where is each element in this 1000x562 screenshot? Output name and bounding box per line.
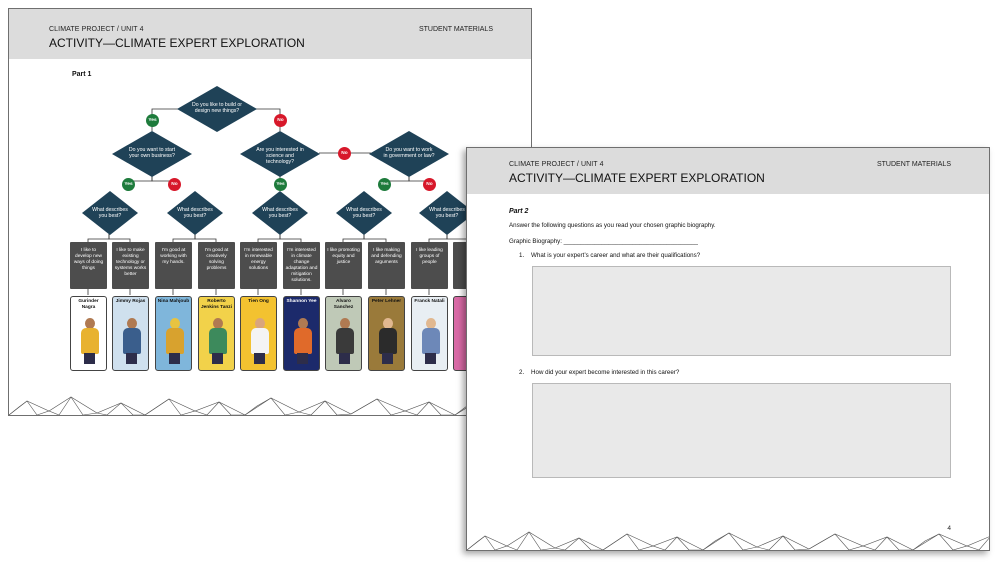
expert-card[interactable]: Shannon Yee — [283, 296, 320, 371]
description-box: I like to make existing technology or sy… — [112, 242, 149, 289]
question-text: Do you like to build or design new thing… — [192, 102, 242, 114]
answer-box-2[interactable] — [532, 383, 951, 478]
page-title: ACTIVITY—CLIMATE EXPERT EXPLORATION — [49, 36, 305, 50]
no-badge: No — [274, 114, 287, 127]
expert-illustration — [165, 318, 184, 364]
expert-card[interactable]: Roberto Jenkins Tanzi — [198, 296, 235, 371]
expert-name: Roberto Jenkins Tanzi — [200, 299, 233, 310]
question-describes-2: What describes you best? — [167, 191, 223, 235]
expert-name: Shannon Yee — [286, 299, 317, 304]
yes-badge: Yes — [274, 178, 287, 191]
yes-badge: Yes — [122, 178, 135, 191]
part-heading: Part 2 — [509, 208, 529, 215]
description-box: I'm interested in renewable energy solut… — [240, 242, 277, 289]
question-science: Are you interested in science and techno… — [240, 131, 320, 177]
description-box: I like to develop new ways of doing thin… — [70, 242, 107, 289]
materials-label: STUDENT MATERIALS — [418, 26, 493, 33]
question-text: Do you want to start your own business? — [128, 147, 176, 159]
question-text: What describes you best? — [92, 207, 128, 219]
expert-name: Tien Ong — [248, 299, 269, 304]
breadcrumb: CLIMATE PROJECT / UNIT 4 — [509, 161, 604, 168]
expert-card[interactable]: Jimmy Rojas — [112, 296, 149, 371]
expert-name: Peter Lehner — [371, 299, 402, 304]
expert-card[interactable]: Alvaro Sanchez — [325, 296, 362, 371]
expert-illustration — [293, 318, 312, 364]
expert-illustration — [208, 318, 227, 364]
expert-card[interactable]: Peter Lehner — [368, 296, 405, 371]
materials-label: STUDENT MATERIALS — [876, 161, 951, 168]
no-badge: No — [168, 178, 181, 191]
question-government: Do you want to work in government or law… — [369, 131, 449, 177]
expert-illustration — [378, 318, 397, 364]
yes-badge: Yes — [146, 114, 159, 127]
question-text: What describes you best? — [429, 207, 465, 219]
expert-illustration — [80, 318, 99, 364]
description-box: I'm interested in climate change adaptat… — [283, 242, 320, 289]
expert-illustration — [421, 318, 440, 364]
page-header: CLIMATE PROJECT / UNIT 4 STUDENT MATERIA… — [9, 9, 531, 59]
question-describes-4: What describes you best? — [336, 191, 392, 235]
question-text: What describes you best? — [177, 207, 213, 219]
part-heading: Part 1 — [72, 71, 92, 78]
expert-card[interactable]: Tien Ong — [240, 296, 277, 371]
expert-name: Alvaro Sanchez — [333, 299, 354, 310]
no-badge: No — [423, 178, 436, 191]
answer-box-1[interactable] — [532, 266, 951, 356]
question-business: Do you want to start your own business? — [112, 131, 192, 177]
description-box: I like promoting equity and justice — [325, 242, 362, 289]
question-1: 1. What is your expert’s career and what… — [519, 252, 701, 259]
question-text: What describes you best? — [262, 207, 298, 219]
no-badge: No — [338, 147, 351, 160]
expert-name: Nina Mahjoub — [157, 299, 190, 304]
question-text: What describes you best? — [346, 207, 382, 219]
description-box: I like making and defending arguments — [368, 242, 405, 289]
expert-card[interactable]: Gurinder Nagra — [70, 296, 107, 371]
breadcrumb: CLIMATE PROJECT / UNIT 4 — [49, 26, 144, 33]
page-title: ACTIVITY—CLIMATE EXPERT EXPLORATION — [509, 171, 765, 185]
worksheet-page-part2: CLIMATE PROJECT / UNIT 4 STUDENT MATERIA… — [466, 147, 990, 551]
expert-illustration — [122, 318, 141, 364]
footer-pattern — [9, 396, 531, 415]
yes-badge: Yes — [378, 178, 391, 191]
expert-illustration — [250, 318, 269, 364]
expert-name: Jimmy Rojas — [115, 299, 146, 304]
question-describes-1: What describes you best? — [82, 191, 138, 235]
question-describes-5: What describes you best? — [419, 191, 475, 235]
question-text: Are you interested in science and techno… — [256, 147, 304, 165]
page-header: CLIMATE PROJECT / UNIT 4 STUDENT MATERIA… — [467, 148, 989, 194]
worksheet-page-part1: CLIMATE PROJECT / UNIT 4 STUDENT MATERIA… — [8, 8, 532, 416]
page-number: 4 — [947, 525, 951, 532]
question-build: Do you like to build or design new thing… — [177, 86, 257, 132]
expert-name: Gurinder Nagra — [78, 299, 99, 310]
description-box: I like leading groups of people — [411, 242, 448, 289]
biography-field[interactable]: Graphic Biography: _____________________… — [509, 238, 698, 245]
question-describes-3: What describes you best? — [252, 191, 308, 235]
question-text: Do you want to work in government or law… — [383, 147, 435, 159]
instructions: Answer the following questions as you re… — [509, 222, 716, 229]
footer-pattern — [467, 531, 989, 550]
expert-name: Franck Natali — [414, 299, 445, 304]
description-box: I'm good at working with my hands. — [155, 242, 192, 289]
expert-card[interactable]: Nina Mahjoub — [155, 296, 192, 371]
description-box: I'm good at creatively solving problems — [198, 242, 235, 289]
question-2: 2. How did your expert become interested… — [519, 369, 680, 376]
expert-illustration — [335, 318, 354, 364]
expert-card[interactable]: Franck Natali — [411, 296, 448, 371]
